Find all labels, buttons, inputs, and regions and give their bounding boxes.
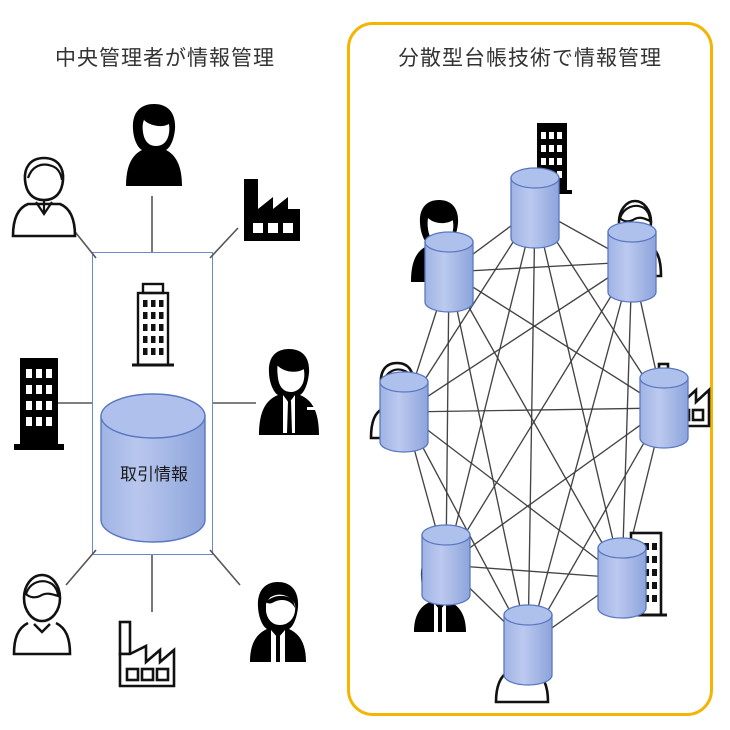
node-cylinder	[639, 367, 689, 449]
node-cylinder	[421, 524, 471, 606]
mesh-edge	[445, 271, 450, 566]
mesh-edge	[403, 411, 623, 579]
central-database-label: 取引情報	[120, 465, 188, 485]
left-panel-title: 中央管理者が情報管理	[55, 46, 275, 70]
mesh-edge	[621, 261, 633, 579]
mesh-edge	[527, 407, 665, 646]
mesh-edge	[448, 271, 623, 579]
mesh-edge	[445, 407, 665, 566]
mesh-edge	[445, 564, 623, 579]
woman-filled-icon	[126, 104, 182, 186]
mesh-edge	[445, 261, 633, 566]
mesh-edge	[534, 207, 623, 579]
node-cylinder	[607, 221, 657, 303]
distributed-ledger-panel-frame	[347, 22, 713, 716]
connector-line-top-right	[209, 227, 239, 259]
businessman-filled-icon	[259, 349, 319, 435]
mesh-edge	[403, 261, 633, 413]
building-filled-icon	[14, 358, 64, 450]
mesh-edge	[448, 271, 529, 646]
connector-line-bottom-right	[209, 549, 241, 586]
mesh-edge	[527, 261, 633, 646]
factory-outline-icon	[118, 620, 176, 688]
connector-line-bottom-left	[65, 549, 97, 586]
building-outline-icon	[132, 282, 174, 367]
man-outline-icon	[12, 573, 72, 656]
node-cylinder	[424, 231, 474, 313]
mesh-edge	[448, 261, 633, 273]
man-filled-icon	[250, 582, 306, 662]
woman-outline-icon	[11, 156, 77, 238]
node-cylinder	[510, 167, 560, 249]
mesh-edge	[448, 271, 665, 409]
central-database-cylinder	[100, 393, 206, 543]
factory-filled-icon	[244, 179, 300, 241]
node-cylinder	[597, 537, 647, 619]
node-cylinder	[379, 371, 429, 453]
right-panel-title: 分散型台帳技術で情報管理	[398, 46, 662, 70]
node-cylinder	[503, 604, 553, 686]
mesh-edge	[403, 411, 529, 646]
